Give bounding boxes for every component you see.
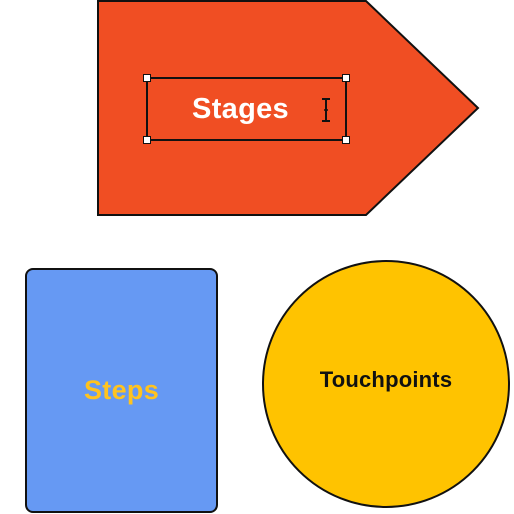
circle-shape[interactable]: Touchpoints <box>262 260 510 508</box>
pentagon-fill[interactable] <box>97 0 480 216</box>
text-cursor-icon <box>322 98 330 122</box>
resize-handle-top-right[interactable] <box>342 74 350 82</box>
touchpoints-label[interactable]: Touchpoints <box>319 367 453 392</box>
text-selection-box[interactable]: Stages <box>143 74 350 144</box>
resize-handle-top-left[interactable] <box>143 74 151 82</box>
rectangle-shape[interactable]: Steps <box>25 268 218 513</box>
resize-handle-bottom-left[interactable] <box>143 136 151 144</box>
stages-label[interactable]: Stages <box>192 93 289 125</box>
pentagon-shape[interactable] <box>0 0 514 240</box>
steps-label[interactable]: Steps <box>83 375 160 405</box>
resize-handle-bottom-right[interactable] <box>342 136 350 144</box>
